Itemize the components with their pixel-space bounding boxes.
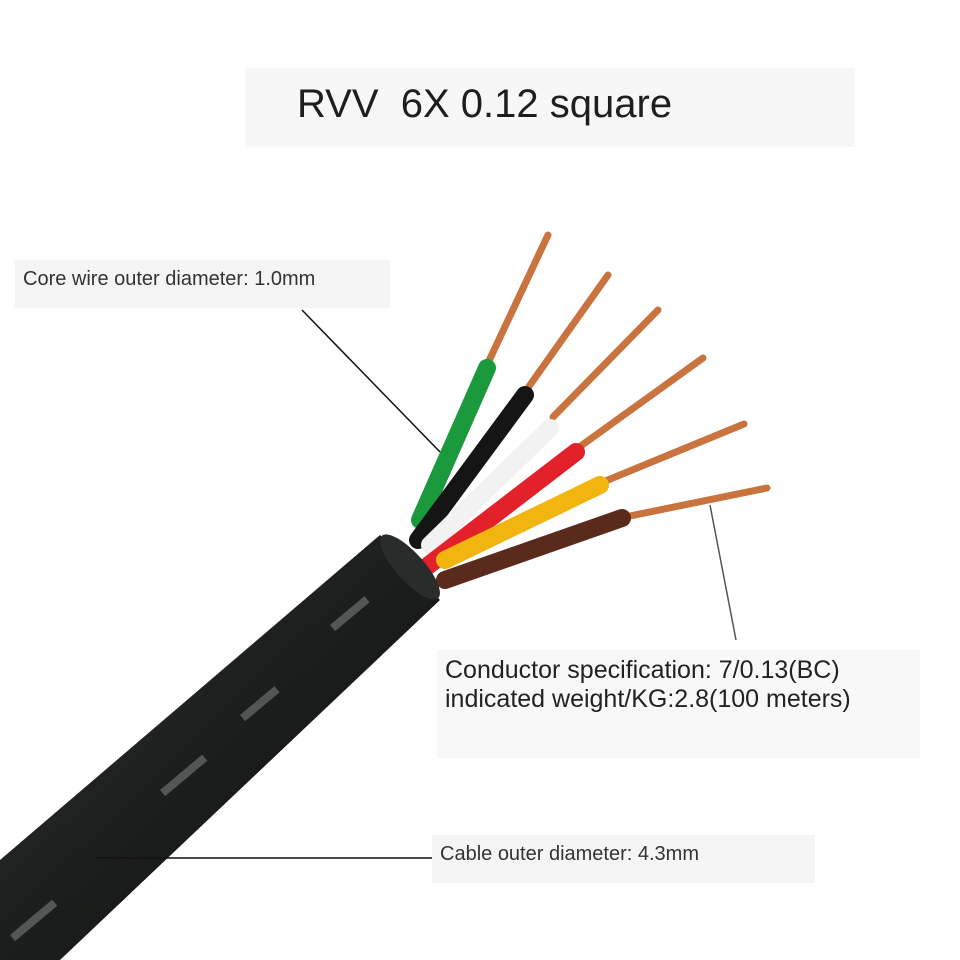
wire-yellow bbox=[436, 476, 609, 569]
conductor-label-text: Conductor specification: 7/0.13(BC) indi… bbox=[445, 656, 851, 714]
leader-core-wire bbox=[301, 309, 441, 453]
wire-brown bbox=[436, 509, 631, 589]
weight-label: indicated weight/KG:2.8(100 meters) bbox=[445, 685, 851, 713]
wire-white bbox=[421, 419, 559, 554]
jacket-end bbox=[380, 534, 440, 600]
conductor-label-box: Conductor specification: 7/0.13(BC) indi… bbox=[437, 650, 920, 758]
wire-black bbox=[409, 386, 534, 549]
jacket-printing bbox=[9, 596, 370, 942]
conductor-spec-label: Conductor specification: 7/0.13(BC) bbox=[445, 656, 840, 684]
copper-tip-brown bbox=[621, 484, 771, 521]
copper-tip-yellow bbox=[599, 420, 748, 486]
leader-lines bbox=[95, 309, 737, 859]
copper-tip-red bbox=[574, 354, 707, 452]
core-wire-label-box: Core wire outer diameter: 1.0mm bbox=[15, 260, 390, 308]
wire-green bbox=[411, 359, 496, 529]
copper-tip-white bbox=[549, 306, 662, 421]
copper-conductors bbox=[483, 231, 771, 521]
copper-tip-black bbox=[521, 271, 612, 396]
product-title: RVV 6X 0.12 square bbox=[297, 82, 673, 126]
title-banner: RVV 6X 0.12 square bbox=[245, 68, 855, 147]
insulated-wires bbox=[409, 359, 631, 589]
cable-jacket bbox=[0, 535, 440, 960]
cable-diameter-label: Cable outer diameter: 4.3mm bbox=[440, 843, 700, 865]
cable-diameter-label-box: Cable outer diameter: 4.3mm bbox=[432, 835, 815, 883]
leader-conductor bbox=[709, 504, 737, 641]
copper-tip-green bbox=[483, 231, 552, 369]
core-wire-diameter-label: Core wire outer diameter: 1.0mm bbox=[23, 268, 316, 290]
